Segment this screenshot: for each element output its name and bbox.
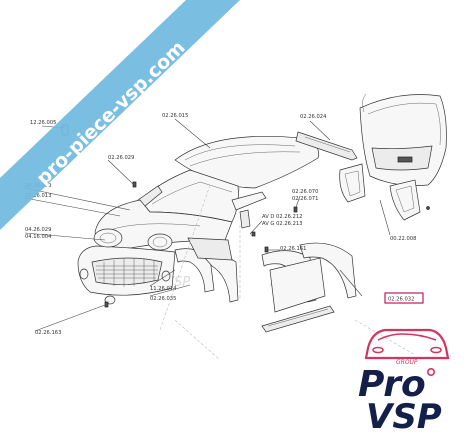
clip-02-26-163	[104, 301, 109, 308]
label-02-26-070[interactable]: 02.26.070	[292, 189, 318, 195]
label-02-26-212[interactable]: AV D 02.26.212	[262, 214, 302, 220]
label-02-26-024[interactable]: 02.26.024	[300, 114, 327, 120]
door-trim	[269, 257, 326, 313]
clip-02-26-212	[251, 231, 256, 237]
label-04-26-029[interactable]: 04.26.029	[25, 227, 51, 233]
logo-brand-vsp: VSP	[366, 397, 442, 437]
label-02-26-029[interactable]: 02.26.029	[108, 155, 134, 161]
label-20-26-013[interactable]: 20.26.013	[25, 193, 51, 199]
rear-light-frame	[339, 163, 366, 203]
label-02-26-015[interactable]: 02.26.015	[162, 113, 188, 119]
label-00-22-008[interactable]: 00.22.008	[390, 236, 416, 242]
logo-brand-pro: Pro	[358, 364, 426, 405]
a-pillar	[231, 191, 267, 229]
logo-group-text: GROUP	[396, 359, 418, 366]
side-skirt	[261, 305, 335, 333]
label-04-16-004[interactable]: 04.16.004	[25, 234, 52, 240]
front-bumper	[77, 245, 176, 296]
leader-lines	[24, 118, 416, 361]
car-icon	[364, 328, 450, 360]
highlighted-part-box[interactable]: 02.26.032	[384, 292, 424, 304]
clip-02-26-161	[264, 246, 269, 253]
clip-02-26-029	[132, 181, 137, 188]
highlight-frame	[384, 292, 424, 304]
label-02-26-071[interactable]: 02.26.071	[292, 196, 318, 202]
label-02-26-035[interactable]: 02.26.035	[150, 296, 176, 302]
label-02-26-213[interactable]: AV G 02.26.213	[262, 221, 302, 227]
label-12-26-005[interactable]: 12.26.005	[30, 120, 56, 126]
clip-02-26-070	[293, 206, 298, 213]
part-labels: 12.26.005 02.26.015 02.26.024 02.26.029 …	[25, 113, 416, 336]
label-02-26-032[interactable]: 02.26.032	[388, 297, 414, 303]
rear-spoiler	[295, 131, 358, 161]
logo-accent-dot	[426, 367, 435, 376]
tailgate	[359, 93, 447, 186]
provsp-logo: GROUP Pro VSP	[358, 328, 450, 437]
tail-lamp	[389, 179, 430, 221]
label-02-26-161[interactable]: 02.26.161	[280, 246, 306, 252]
watermark-band	[0, 0, 240, 230]
grille-mesh	[96, 258, 158, 287]
headlamps	[93, 228, 173, 251]
label-02-26-163[interactable]: 02.26.163	[35, 330, 61, 336]
label-11-26-014[interactable]: 11.26.014	[150, 286, 177, 292]
front-wing	[187, 237, 233, 261]
